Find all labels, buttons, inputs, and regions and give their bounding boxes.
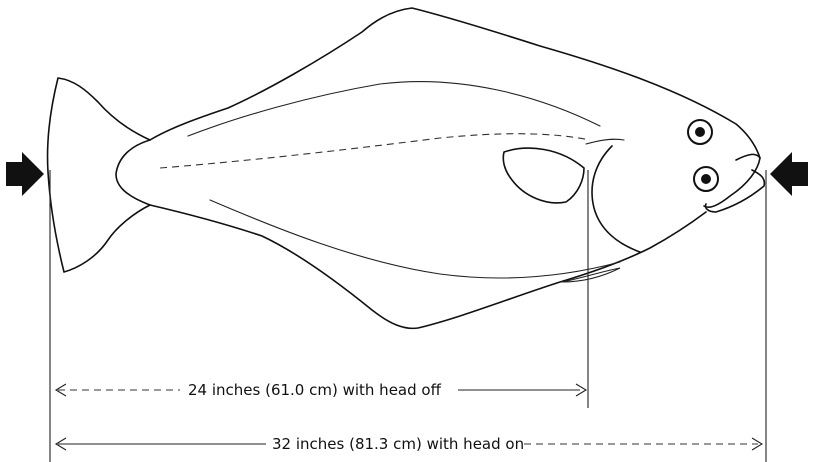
halibut-fish-icon <box>47 8 764 328</box>
arrow-left-icon <box>770 152 808 196</box>
dimension-head-on: 32 inches (81.3 cm) with head on <box>56 435 762 453</box>
dimension-head-off: 24 inches (61.0 cm) with head off <box>56 381 586 399</box>
head-off-measurement-label: 24 inches (61.0 cm) with head off <box>188 381 442 399</box>
head-on-measurement-label: 32 inches (81.3 cm) with head on <box>272 435 524 453</box>
arrow-right-icon <box>6 152 44 196</box>
